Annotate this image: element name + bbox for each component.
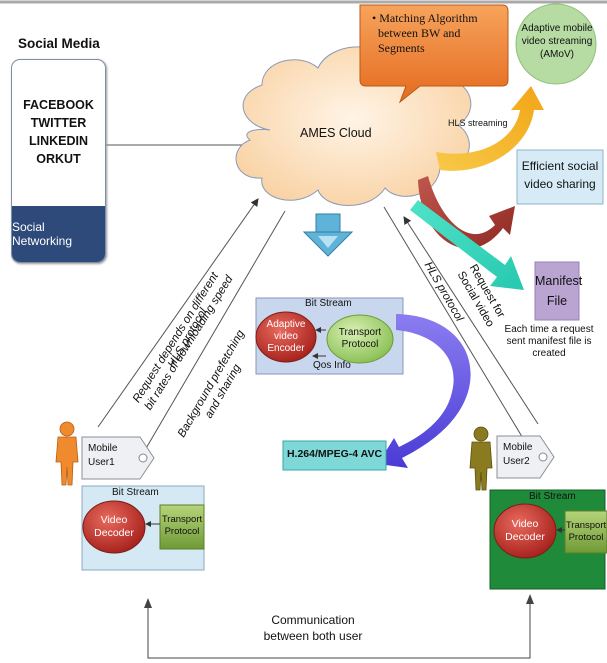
encoder-line-1: Adaptive — [266, 319, 306, 330]
social-networking-footer: Social Networking — [12, 206, 105, 262]
user2-block-title: Bit Stream — [529, 491, 576, 502]
user1-protocol-line-2: Protocol — [164, 526, 200, 537]
network-twitter: TWITTER — [30, 116, 87, 130]
user1-tag-label: Mobile User1 — [88, 442, 117, 470]
network-linkedin: LINKEDIN — [28, 134, 89, 148]
user1-decoder-label: Video Decoder — [83, 514, 145, 540]
network-list: FACEBOOK TWITTER LINKEDIN ORKUT — [12, 96, 105, 168]
request-social-arrow — [403, 216, 539, 425]
amov-circle — [515, 3, 597, 85]
sharing-box — [516, 149, 604, 205]
encoder-line-3: Encoder — [267, 343, 305, 354]
manifest-note: Each time a request sent manifest file i… — [492, 324, 606, 360]
user2-tag-hole — [538, 452, 548, 462]
amov-line-1: Adaptive mobile — [521, 23, 593, 34]
user2-person-icon — [469, 426, 493, 491]
user1-tag-hole — [138, 453, 148, 463]
amov-line-2: video streaming — [521, 36, 593, 47]
callout-line-1: Matching Algorithm — [379, 11, 478, 25]
background-arrow — [137, 210, 286, 463]
user1-tag-line-2: User1 — [88, 457, 115, 468]
hls-streaming-label: HLS streaming — [448, 118, 508, 128]
manifest-line-1: Manifest — [535, 274, 583, 288]
user1-decoder-line-1: Video — [100, 514, 128, 526]
manifest-arrow — [410, 200, 524, 290]
callout-text: • Matching Algorithm between BW and Segm… — [372, 11, 478, 56]
hls-right-arrow — [383, 206, 531, 451]
encoder-protocol-line-1: Transport — [338, 327, 382, 338]
cloud-label: AMES Cloud — [300, 126, 372, 140]
user2-protocol-label: Transport Protocol — [565, 520, 607, 544]
user2-protocol-line-1: Transport — [565, 520, 607, 531]
codec-label: H.264/MPEG-4 AVC — [286, 448, 383, 460]
encoder-protocol-line-2: Protocol — [341, 339, 379, 350]
user1-decoder-ellipse — [82, 500, 146, 554]
callout-bullet: • — [372, 11, 377, 25]
network-facebook: FACEBOOK — [23, 98, 94, 112]
encoder-ellipse — [255, 311, 317, 363]
callout-shape — [359, 4, 509, 104]
user1-decoder-line-2: Decoder — [94, 527, 134, 539]
down-arrow-inner — [318, 236, 338, 248]
user1-protocol-label: Transport Protocol — [160, 514, 204, 538]
callout-line-2: between BW and — [378, 26, 461, 40]
user1-tag-line-1: Mobile — [88, 443, 118, 454]
communication-label: Communication between both user — [248, 612, 378, 644]
manifest-note-line-2: sent manifest file is — [506, 336, 592, 347]
user1-block-title: Bit Stream — [112, 487, 159, 498]
amov-line-3: (AMoV) — [540, 49, 574, 60]
encoder-label: Adaptive video Encoder — [256, 319, 316, 355]
down-arrow-shaft — [315, 213, 341, 233]
user2-decoder-label: Video Decoder — [494, 518, 556, 544]
social-networks-box: FACEBOOK TWITTER LINKEDIN ORKUT Social N… — [11, 59, 106, 263]
user2-tag — [496, 435, 555, 479]
sharing-line-1: Efficient social — [521, 159, 599, 173]
user1-protocol-box — [159, 504, 205, 550]
communication-line-1: Communication — [271, 613, 355, 627]
encoder-line-2: video — [274, 331, 298, 342]
codec-arrow — [378, 314, 471, 468]
network-orkut: ORKUT — [36, 152, 81, 166]
social-media-title: Social Media — [18, 36, 100, 51]
callout-line-3: Segments — [378, 41, 425, 55]
user2-tag-line-1: Mobile — [503, 442, 533, 453]
user2-decoder-line-1: Video — [511, 518, 539, 530]
sharing-line-2: video sharing — [524, 177, 596, 191]
user2-protocol-line-2: Protocol — [568, 532, 604, 543]
user2-protocol-box — [564, 510, 607, 554]
encoder-protocol-ellipse — [326, 314, 394, 364]
communication-arrowhead-right — [526, 594, 534, 604]
communication-arrowhead-left — [144, 598, 152, 608]
communication-connector — [147, 598, 531, 659]
request-bitrate-arrow — [97, 198, 259, 428]
manifest-line-2: File — [546, 294, 568, 308]
manifest-label: Manifest File — [535, 271, 583, 311]
user2-decoder-line-2: Decoder — [505, 531, 545, 543]
manifest-note-line-3: created — [532, 348, 566, 359]
encoder-protocol-label: Transport Protocol — [327, 327, 393, 351]
user1-tag — [81, 436, 155, 480]
hls-streaming-arrow — [436, 86, 544, 171]
user1-person-icon — [55, 421, 79, 486]
communication-line-2: between both user — [263, 629, 363, 643]
amov-label: Adaptive mobile video streaming (AMoV) — [518, 22, 596, 61]
user2-tag-line-2: User2 — [503, 456, 530, 467]
encoder-block-title: Bit Stream — [305, 298, 352, 309]
user2-tag-label: Mobile User2 — [503, 441, 532, 469]
codec-box — [282, 440, 387, 471]
manifest-box — [534, 261, 580, 321]
manifest-note-line-1: Each time a request — [504, 324, 594, 335]
sharing-label: Efficient social video sharing — [517, 157, 603, 193]
user1-protocol-line-1: Transport — [161, 514, 203, 525]
qos-label: Qos Info — [313, 360, 351, 371]
